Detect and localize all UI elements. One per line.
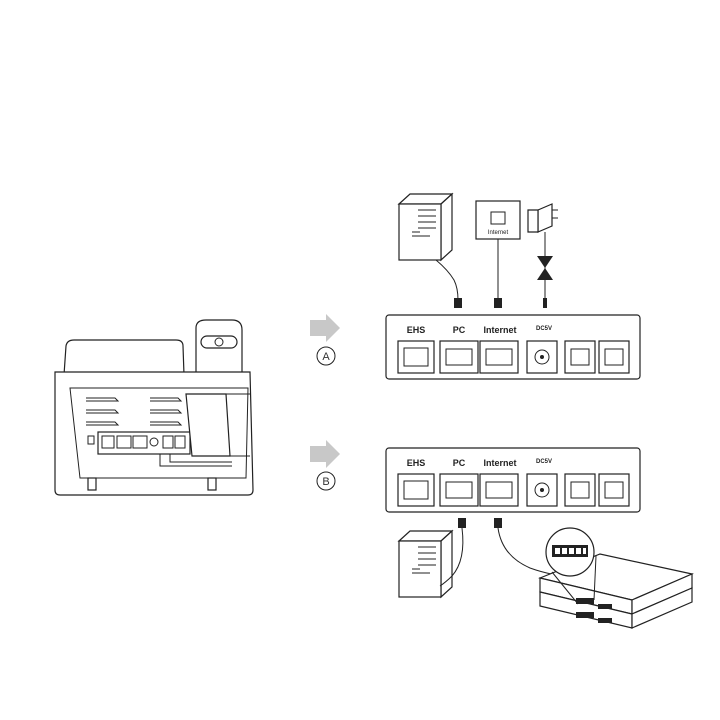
internet-plug-b <box>494 518 502 528</box>
wall-jack-label: Internet <box>488 230 509 236</box>
pc-plug-a <box>454 298 462 308</box>
ehs-label-b: EHS <box>407 458 426 468</box>
handset-port-a <box>565 341 595 373</box>
dc-label-b: DC5V <box>536 459 552 465</box>
internet-plug-a <box>494 298 502 308</box>
pc-label-a: PC <box>453 325 466 335</box>
port-panel-b: EHS PC Internet DC5V <box>386 448 640 512</box>
pc-port-a <box>440 341 478 373</box>
internet-port-a <box>480 341 518 373</box>
headset-port-a <box>599 341 629 373</box>
internet-label-b: Internet <box>483 458 516 468</box>
pc-label-b: PC <box>453 458 466 468</box>
internet-label-a: Internet <box>483 325 516 335</box>
dc-port-b <box>527 474 557 506</box>
headset-port-b <box>599 474 629 506</box>
marker-a-label: A <box>322 351 330 363</box>
ehs-port-b <box>398 474 434 506</box>
dc-label-a: DC5V <box>536 326 552 332</box>
marker-b-label: B <box>322 476 329 488</box>
port-panel-a: EHS PC Internet DC5V <box>386 315 640 379</box>
ehs-label-a: EHS <box>407 325 426 335</box>
dc-port-a <box>527 341 557 373</box>
phone-back-view <box>55 320 253 495</box>
pc-tower-a <box>399 194 452 260</box>
pc-port-b <box>440 474 478 506</box>
arrow-b <box>310 440 340 468</box>
ehs-port-a <box>398 341 434 373</box>
pc-plug-b <box>458 518 466 528</box>
handset-port-b <box>565 474 595 506</box>
wall-jack-a: Internet <box>476 201 520 239</box>
pc-tower-b <box>399 531 452 597</box>
internet-port-b <box>480 474 518 506</box>
circle-marker-a: A <box>317 347 335 365</box>
pc-cable-a <box>436 260 458 300</box>
circle-marker-b: B <box>317 472 335 490</box>
power-adapter-a <box>528 204 558 308</box>
arrow-a <box>310 314 340 342</box>
